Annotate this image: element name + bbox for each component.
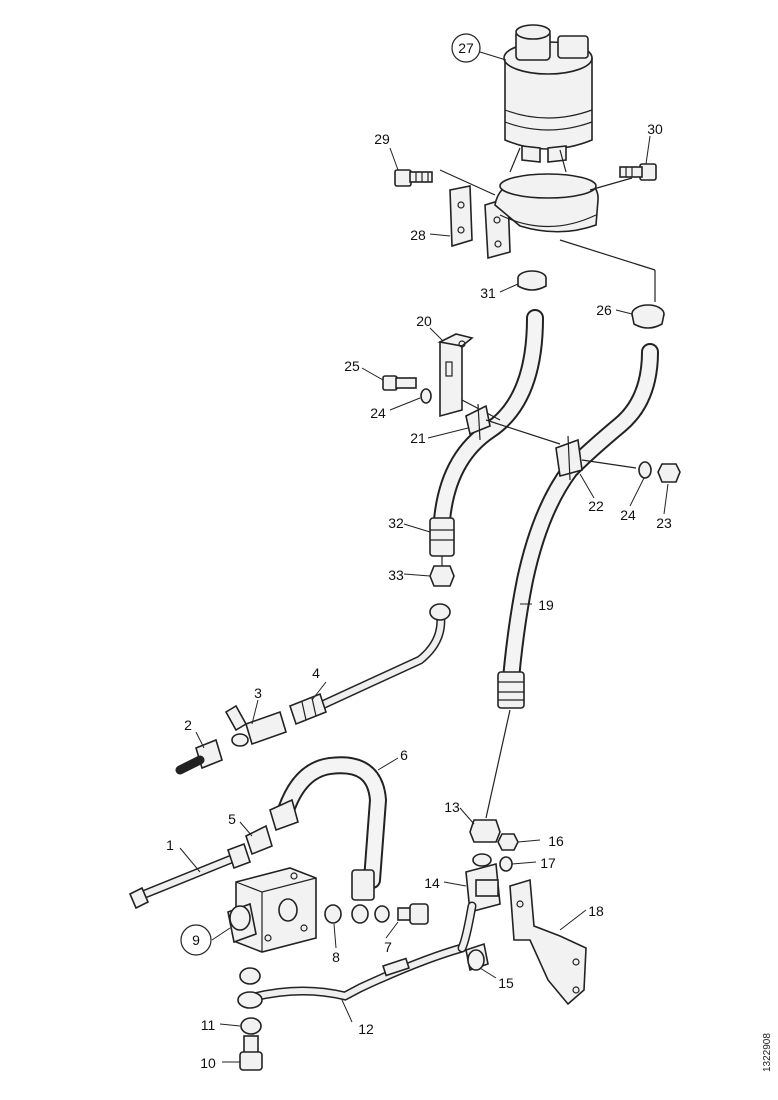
label-3: 3 (254, 685, 262, 701)
callout-circle-9 (180, 924, 212, 956)
reservoir-bracket (439, 169, 633, 260)
label-27: 27 (458, 40, 474, 56)
washer-8b (351, 904, 369, 924)
label-4: 4 (312, 665, 320, 681)
label-5: 5 (228, 811, 236, 827)
washer-11 (240, 1017, 262, 1035)
hose-6 (269, 756, 388, 901)
union-13 (469, 819, 501, 843)
label-20: 20 (416, 313, 432, 329)
label-21: 21 (410, 430, 426, 446)
label-1: 1 (166, 837, 174, 853)
bolt-10 (239, 1035, 263, 1071)
label-24-left: 24 (370, 405, 386, 421)
bolt-25 (382, 375, 417, 391)
label-30: 30 (647, 121, 663, 137)
clamp-31 (517, 270, 547, 291)
fitting-2 (175, 738, 223, 775)
label-31: 31 (480, 285, 496, 301)
washer-17 (499, 856, 513, 872)
label-16: 16 (548, 833, 564, 849)
plug-7 (397, 903, 429, 925)
pipe-4 (289, 603, 451, 726)
union-33 (429, 556, 455, 587)
label-9: 9 (192, 932, 200, 948)
pipe-12 (237, 943, 467, 1009)
label-12: 12 (358, 1021, 374, 1037)
label-19: 19 (538, 597, 554, 613)
label-7: 7 (384, 939, 392, 955)
label-28: 28 (410, 227, 426, 243)
bracket-18 (509, 878, 587, 1006)
washer-24-right (638, 461, 652, 479)
label-22: 22 (588, 498, 604, 514)
clamp-26 (631, 304, 665, 329)
label-29: 29 (374, 131, 390, 147)
label-18: 18 (588, 903, 604, 919)
clamp-22 (555, 435, 583, 481)
label-11: 11 (201, 1017, 216, 1033)
label-6: 6 (400, 747, 408, 763)
hose-32 (429, 309, 544, 557)
bracket-20 (437, 333, 501, 421)
label-8: 8 (332, 949, 340, 965)
fitting-5 (245, 824, 273, 856)
callout-circle-27 (451, 33, 481, 63)
washer-24-left (420, 388, 432, 404)
fitting-15 (465, 942, 489, 972)
label-17: 17 (540, 855, 556, 871)
washer-8 (324, 904, 342, 924)
label-14: 14 (424, 875, 440, 891)
label-2: 2 (184, 717, 192, 733)
bolt-30 (619, 163, 657, 181)
label-24-right: 24 (620, 507, 636, 523)
nut-23 (657, 463, 681, 483)
nut-16 (497, 833, 519, 851)
label-13: 13 (444, 799, 460, 815)
label-23: 23 (656, 515, 672, 531)
leader-lines (179, 51, 669, 1063)
label-32: 32 (388, 515, 404, 531)
pump-body-9 (227, 867, 317, 953)
valve-block-14 (457, 853, 501, 953)
bolt-29 (394, 169, 433, 187)
banjo-bolt-1 (128, 842, 252, 910)
clamp-21 (465, 403, 491, 441)
label-26: 26 (596, 302, 612, 318)
part-number-labels: 27 29 30 28 31 26 20 25 24 21 22 24 23 3… (166, 40, 672, 1071)
fitting-3 (224, 704, 287, 747)
label-33: 33 (388, 567, 404, 583)
fluid-reservoir (503, 24, 593, 173)
label-10: 10 (200, 1055, 216, 1071)
label-15: 15 (498, 975, 514, 991)
washer-8c (374, 905, 390, 923)
label-25: 25 (344, 358, 360, 374)
washer-upper (239, 967, 261, 985)
drawing-reference-number: 1322908 (762, 1033, 773, 1072)
